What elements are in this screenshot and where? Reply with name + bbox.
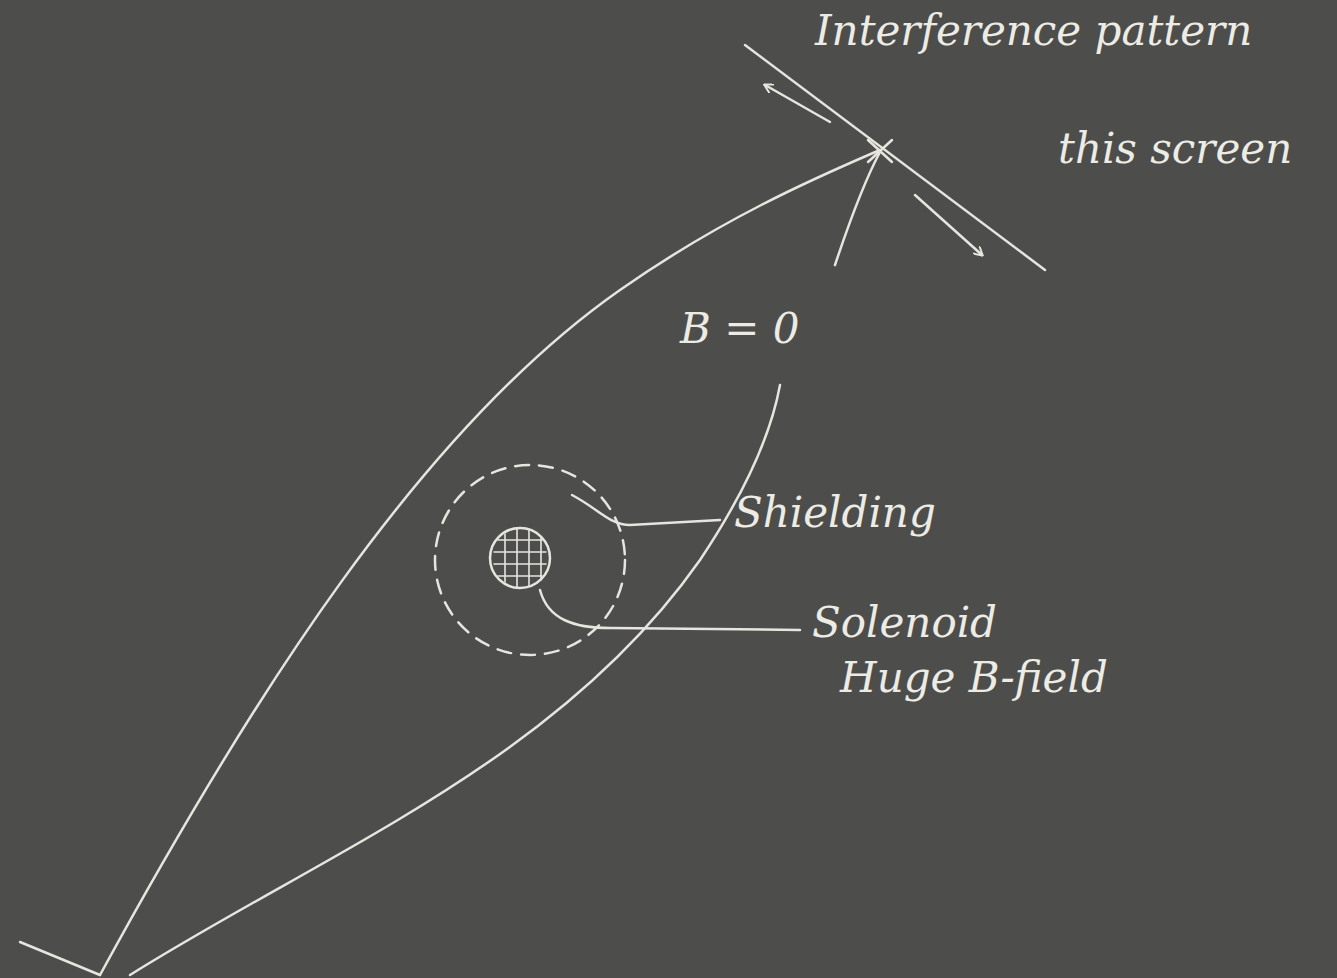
leader-line bbox=[572, 495, 720, 525]
upper-path bbox=[100, 150, 880, 975]
screen-label: Interference pattern bbox=[815, 8, 1252, 54]
cross-mark bbox=[868, 140, 892, 162]
screen-line bbox=[745, 45, 1045, 270]
source-mark bbox=[20, 942, 100, 975]
field-label: Huge B-field bbox=[840, 655, 1108, 701]
lower-path bbox=[130, 385, 780, 975]
solenoid-circle bbox=[490, 528, 550, 588]
lower-path-end bbox=[835, 152, 880, 265]
screen-arrow bbox=[765, 85, 830, 122]
solenoid-hatch bbox=[494, 529, 546, 587]
leader-line bbox=[540, 590, 800, 630]
part-label: Solenoid bbox=[812, 600, 997, 646]
field-label: B = 0 bbox=[680, 306, 799, 352]
screen-label: this screen bbox=[1058, 126, 1292, 172]
part-label: Shielding bbox=[734, 490, 936, 536]
screen-arrow bbox=[915, 195, 982, 255]
